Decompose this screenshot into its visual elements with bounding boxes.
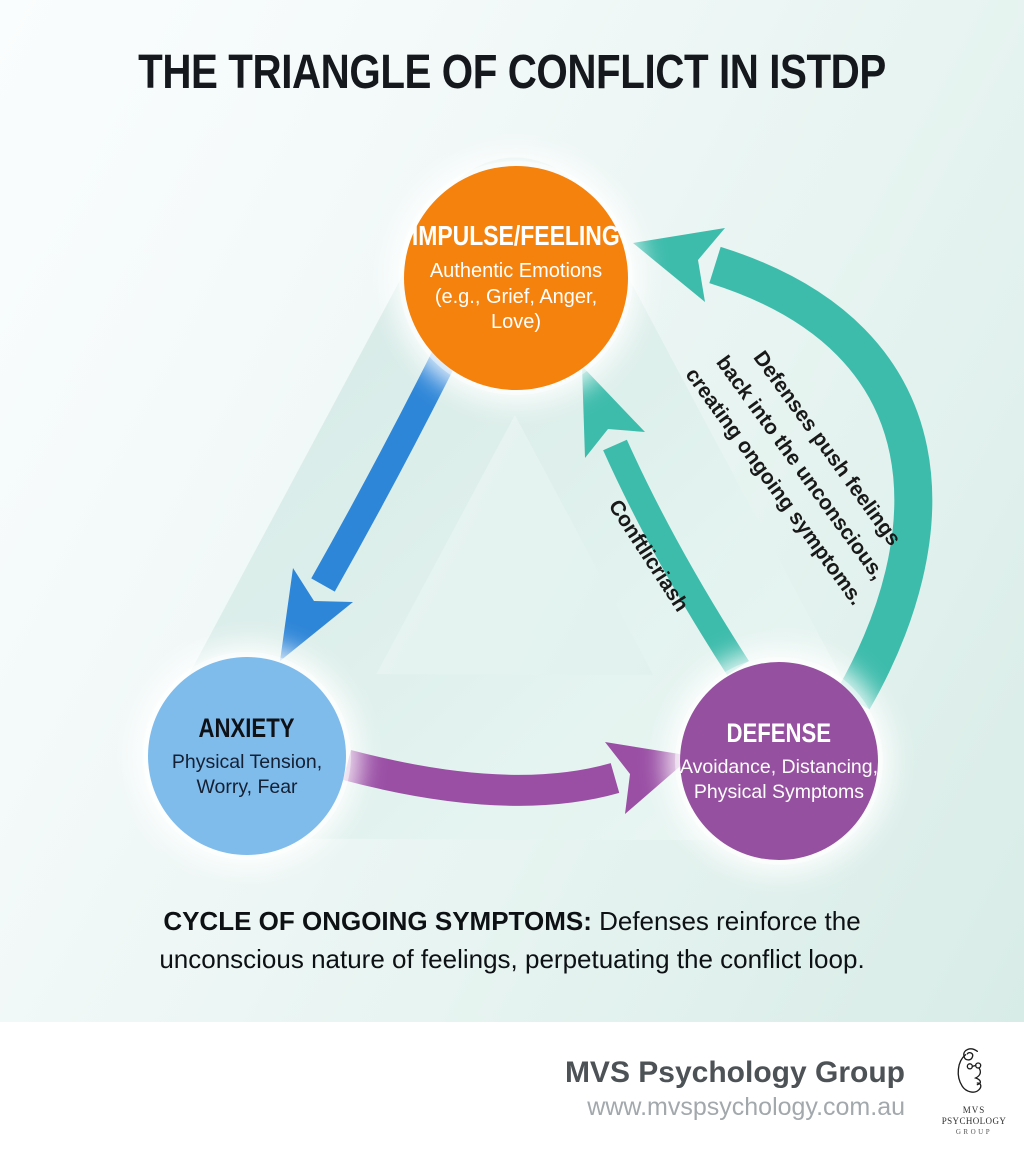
- logo-text-mvs: MVS: [962, 1105, 986, 1115]
- arrow-impulse-to-anxiety-body: [311, 345, 460, 592]
- node-anxiety: ANXIETY Physical Tension, Worry, Fear: [148, 657, 346, 855]
- face-line-art-icon: [957, 1048, 982, 1093]
- arrow-impulse-to-anxiety-head: [280, 568, 353, 661]
- company-name: MVS Psychology Group: [564, 1056, 905, 1089]
- caption-lead: CYCLE OF ONGOING SYMPTOMS:: [163, 906, 592, 936]
- node-impulse-feeling: IMPULSE/FEELING Authentic Emotions (e.g.…: [404, 166, 628, 390]
- arrow-defense-to-impulse-inner-body: [603, 439, 749, 676]
- arrow-impulse-to-anxiety: [280, 345, 460, 661]
- footer-background: [0, 1022, 1024, 1154]
- arrow-anxiety-to-defense: [343, 742, 692, 814]
- node-anxiety-sublabel: Physical Tension, Worry, Fear: [171, 750, 323, 798]
- arrow-defense-to-impulse-inner: [582, 366, 749, 676]
- node-impulse-title: IMPULSE/FEELING: [412, 220, 620, 252]
- node-anxiety-title: ANXIETY: [199, 712, 295, 743]
- caption-line-2: unconscious nature of feelings, perpetua…: [159, 943, 865, 974]
- caption-line-1-rest: Defenses reinforce the: [591, 906, 861, 936]
- node-impulse-sublabel: Authentic Emotions (e.g., Grief, Anger, …: [429, 260, 603, 334]
- arrow-defense-to-impulse-outer-body: [709, 246, 933, 710]
- node-defense-sublabel: Avoidance, Distancing, Physical Symptoms: [680, 755, 879, 803]
- logo-text-group: GROUP: [955, 1127, 993, 1136]
- caption-line-1: CYCLE OF ONGOING SYMPTOMS: Defenses rein…: [0, 903, 1024, 941]
- arrow-defense-to-impulse-outer: [633, 228, 933, 710]
- arrow-defense-to-impulse-outer-head: [633, 228, 725, 302]
- arrow-anxiety-to-defense-head: [605, 742, 692, 814]
- cycle-caption: CYCLE OF ONGOING SYMPTOMS: Defenses rein…: [0, 903, 1024, 978]
- page-title: THE TRIANGLE OF CONFLICT IN ISTDP: [138, 46, 886, 99]
- mvs-psychology-logo: MVS PSYCHOLOGY GROUP: [930, 1046, 1018, 1136]
- arrow-defense-to-impulse-inner-head: [582, 366, 645, 458]
- website-url: www.mvspsychology.com.au: [587, 1093, 905, 1121]
- logo-text-psychology: PSYCHOLOGY: [941, 1116, 1007, 1127]
- node-defense-title: DEFENSE: [726, 717, 832, 748]
- arrow-anxiety-to-defense-body: [343, 750, 620, 806]
- node-defense: DEFENSE Avoidance, Distancing, Physical …: [680, 662, 878, 860]
- footer-text-block: MVS Psychology Group www.mvspsychology.c…: [565, 1056, 905, 1122]
